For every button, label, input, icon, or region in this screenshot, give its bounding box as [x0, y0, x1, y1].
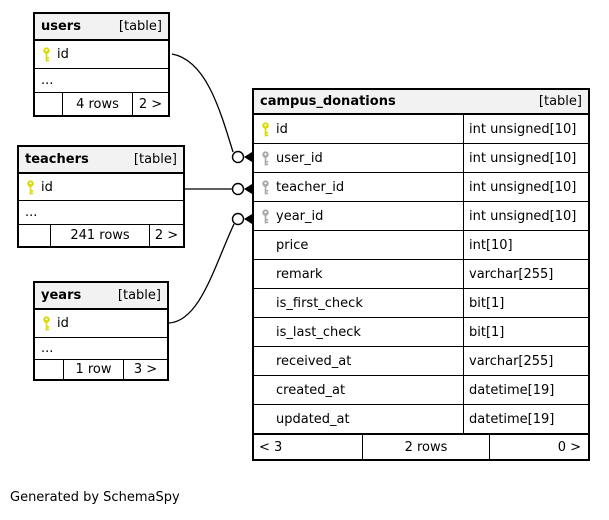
- row-count-label: 2 rows: [362, 435, 489, 459]
- table-years-header[interactable]: years [table]: [35, 283, 167, 310]
- relationship-teachers-teacher-id: [185, 182, 252, 196]
- ellipsis-label: ...: [41, 341, 54, 356]
- column-row-is-last-check: is_last_check bit[1]: [254, 318, 588, 347]
- column-name: is_last_check: [276, 324, 361, 340]
- row-count-label: 1 row: [63, 360, 123, 379]
- column-row-remark: remark varchar[255]: [254, 260, 588, 289]
- column-type: varchar[255]: [463, 260, 588, 288]
- primary-key-icon: [261, 121, 276, 137]
- column-row-created-at: created_at datetime[19]: [254, 376, 588, 405]
- parent-tables-link[interactable]: < 3: [259, 439, 283, 455]
- table-teachers-name[interactable]: teachers: [25, 152, 89, 167]
- column-type: bit[1]: [463, 289, 588, 317]
- table-years-row-ellipsis: ...: [35, 338, 167, 360]
- column-type: datetime[19]: [463, 405, 588, 433]
- column-type: int[10]: [463, 231, 588, 259]
- footer-spacer-cell: [19, 225, 50, 246]
- column-name: is_first_check: [276, 295, 363, 311]
- column-name: teacher_id: [276, 179, 345, 195]
- generated-by-note: Generated by SchemaSpy: [10, 490, 180, 505]
- column-type: varchar[255]: [463, 347, 588, 375]
- table-campus-donations-tag: [table]: [538, 94, 582, 109]
- column-row-teacher-id: teacher_id int unsigned[10]: [254, 173, 588, 202]
- table-users[interactable]: users [table] id ... 4 rows 2 >: [33, 12, 170, 117]
- primary-key-icon: [42, 47, 57, 62]
- column-type: datetime[19]: [463, 376, 588, 404]
- column-name: id: [57, 47, 69, 62]
- ellipsis-label: ...: [41, 73, 54, 88]
- column-name: id: [57, 316, 69, 331]
- related-tables-link[interactable]: 2 >: [132, 93, 168, 115]
- column-type: bit[1]: [463, 318, 588, 346]
- column-row-price: price int[10]: [254, 231, 588, 260]
- table-teachers[interactable]: teachers [table] id ... 241 rows 2 >: [17, 145, 185, 248]
- table-users-header[interactable]: users [table]: [35, 14, 168, 41]
- column-row-id: id int unsigned[10]: [254, 115, 588, 144]
- table-years[interactable]: years [table] id ... 1 row 3 >: [33, 281, 169, 381]
- table-users-row-ellipsis: ...: [35, 69, 168, 93]
- footer-spacer-cell: [35, 360, 63, 379]
- related-tables-link[interactable]: 0 >: [489, 435, 588, 459]
- row-count-label: 4 rows: [62, 93, 132, 115]
- table-years-footer: 1 row 3 >: [35, 360, 167, 379]
- column-type: int unsigned[10]: [463, 115, 588, 143]
- table-teachers-row-ellipsis: ...: [19, 201, 183, 225]
- column-name: remark: [276, 266, 323, 282]
- column-type: int unsigned[10]: [463, 144, 588, 172]
- table-campus-donations-header[interactable]: campus_donations [table]: [254, 90, 588, 115]
- column-row-user-id: user_id int unsigned[10]: [254, 144, 588, 173]
- row-count-label: 241 rows: [50, 225, 149, 246]
- table-users-row-id: id: [35, 41, 168, 69]
- column-type: int unsigned[10]: [463, 202, 588, 230]
- column-name: year_id: [276, 208, 324, 224]
- column-row-is-first-check: is_first_check bit[1]: [254, 289, 588, 318]
- table-users-name[interactable]: users: [41, 19, 81, 34]
- primary-key-icon: [26, 179, 41, 195]
- footer-spacer-cell: [35, 93, 62, 115]
- column-name: id: [41, 179, 53, 195]
- table-campus-donations[interactable]: campus_donations [table] id int unsigned…: [252, 88, 590, 461]
- column-type: int unsigned[10]: [463, 173, 588, 201]
- table-years-name[interactable]: years: [41, 288, 82, 303]
- table-users-footer: 4 rows 2 >: [35, 93, 168, 115]
- column-name: received_at: [276, 353, 352, 369]
- column-name: price: [276, 237, 309, 253]
- column-row-year-id: year_id int unsigned[10]: [254, 202, 588, 231]
- column-name: updated_at: [276, 411, 350, 427]
- table-teachers-header[interactable]: teachers [table]: [19, 147, 183, 174]
- ellipsis-label: ...: [25, 205, 38, 220]
- related-tables-link[interactable]: 2 >: [149, 225, 183, 246]
- primary-key-icon: [42, 316, 57, 331]
- table-teachers-footer: 241 rows 2 >: [19, 225, 183, 246]
- table-years-row-id: id: [35, 310, 167, 338]
- column-row-updated-at: updated_at datetime[19]: [254, 405, 588, 434]
- related-tables-link[interactable]: 3 >: [123, 360, 167, 379]
- table-years-tag: [table]: [117, 288, 161, 303]
- column-row-received-at: received_at varchar[255]: [254, 347, 588, 376]
- foreign-key-icon: [261, 150, 276, 166]
- column-name: created_at: [276, 382, 346, 398]
- table-campus-donations-name[interactable]: campus_donations: [260, 94, 396, 109]
- table-teachers-row-id: id: [19, 174, 183, 201]
- column-name: id: [276, 121, 288, 137]
- table-users-tag: [table]: [118, 19, 162, 34]
- column-name: user_id: [276, 150, 323, 166]
- table-teachers-tag: [table]: [133, 152, 177, 167]
- foreign-key-icon: [261, 208, 276, 224]
- table-campus-donations-footer: < 3 2 rows 0 >: [254, 434, 588, 459]
- foreign-key-icon: [261, 179, 276, 195]
